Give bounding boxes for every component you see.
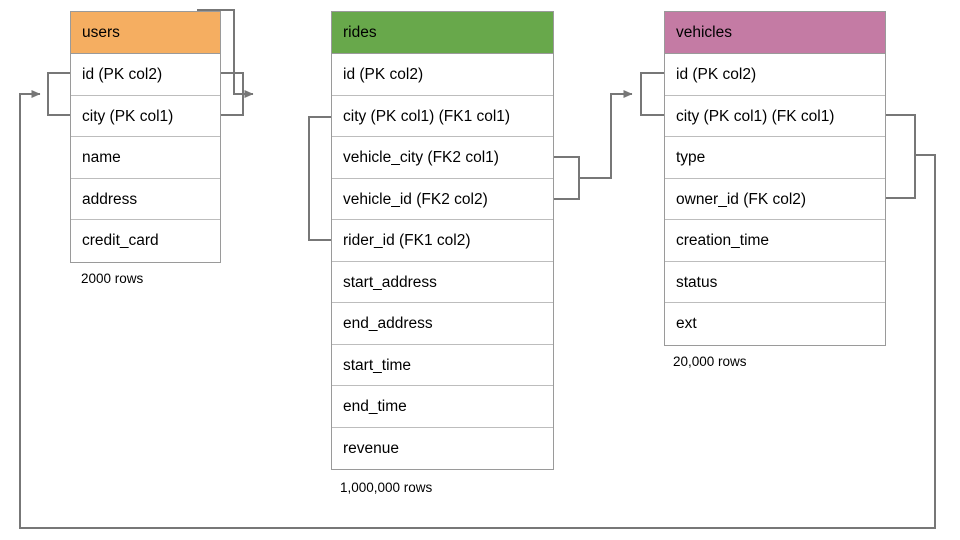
entity-users-title: users xyxy=(71,12,220,54)
users-left-bracket xyxy=(47,72,70,116)
entity-rides-row-count: 1,000,000 rows xyxy=(340,480,433,495)
entity-rides-field-vehicle-id[interactable]: vehicle_id (FK2 col2) xyxy=(332,178,553,220)
entity-vehicles-field-city[interactable]: city (PK col1) (FK col1) xyxy=(665,95,885,137)
relationship-rides-fk2-to-vehicles xyxy=(554,90,633,200)
entity-vehicles[interactable]: vehicles id (PK col2) city (PK col1) (FK… xyxy=(664,11,886,346)
entity-users-field-name[interactable]: name xyxy=(71,137,220,179)
entity-rides-field-end-address[interactable]: end_address xyxy=(332,303,553,345)
entity-vehicles-row-count: 20,000 rows xyxy=(673,354,747,369)
entity-rides-field-revenue[interactable]: revenue xyxy=(332,427,553,469)
entity-vehicles-field-id[interactable]: id (PK col2) xyxy=(665,54,885,96)
entity-vehicles-field-ext[interactable]: ext xyxy=(665,303,885,345)
entity-vehicles-field-type[interactable]: type xyxy=(665,137,885,179)
entity-users[interactable]: users id (PK col2) city (PK col1) name a… xyxy=(70,11,221,263)
entity-vehicles-field-owner-id[interactable]: owner_id (FK col2) xyxy=(665,178,885,220)
entity-users-row-count: 2000 rows xyxy=(81,271,144,286)
vehicles-left-bracket xyxy=(640,72,664,116)
entity-vehicles-field-creation-time[interactable]: creation_time xyxy=(665,220,885,262)
entity-users-field-id[interactable]: id (PK col2) xyxy=(71,54,220,96)
entity-rides-field-start-time[interactable]: start_time xyxy=(332,344,553,386)
entity-rides-field-id[interactable]: id (PK col2) xyxy=(332,54,553,96)
entity-rides-field-start-address[interactable]: start_address xyxy=(332,261,553,303)
entity-rides-field-rider-id[interactable]: rider_id (FK1 col2) xyxy=(332,220,553,262)
entity-rides-field-end-time[interactable]: end_time xyxy=(332,386,553,428)
entity-rides-field-vehicle-city[interactable]: vehicle_city (FK2 col1) xyxy=(332,137,553,179)
entity-users-field-address[interactable]: address xyxy=(71,178,220,220)
entity-rides-title: rides xyxy=(332,12,553,54)
entity-rides[interactable]: rides id (PK col2) city (PK col1) (FK1 c… xyxy=(331,11,554,470)
entity-users-field-city[interactable]: city (PK col1) xyxy=(71,95,220,137)
entity-users-field-credit-card[interactable]: credit_card xyxy=(71,220,220,262)
users-right-bracket xyxy=(221,72,244,116)
entity-rides-field-city[interactable]: city (PK col1) (FK1 col1) xyxy=(332,95,553,137)
entity-vehicles-field-status[interactable]: status xyxy=(665,261,885,303)
entity-vehicles-title: vehicles xyxy=(665,12,885,54)
